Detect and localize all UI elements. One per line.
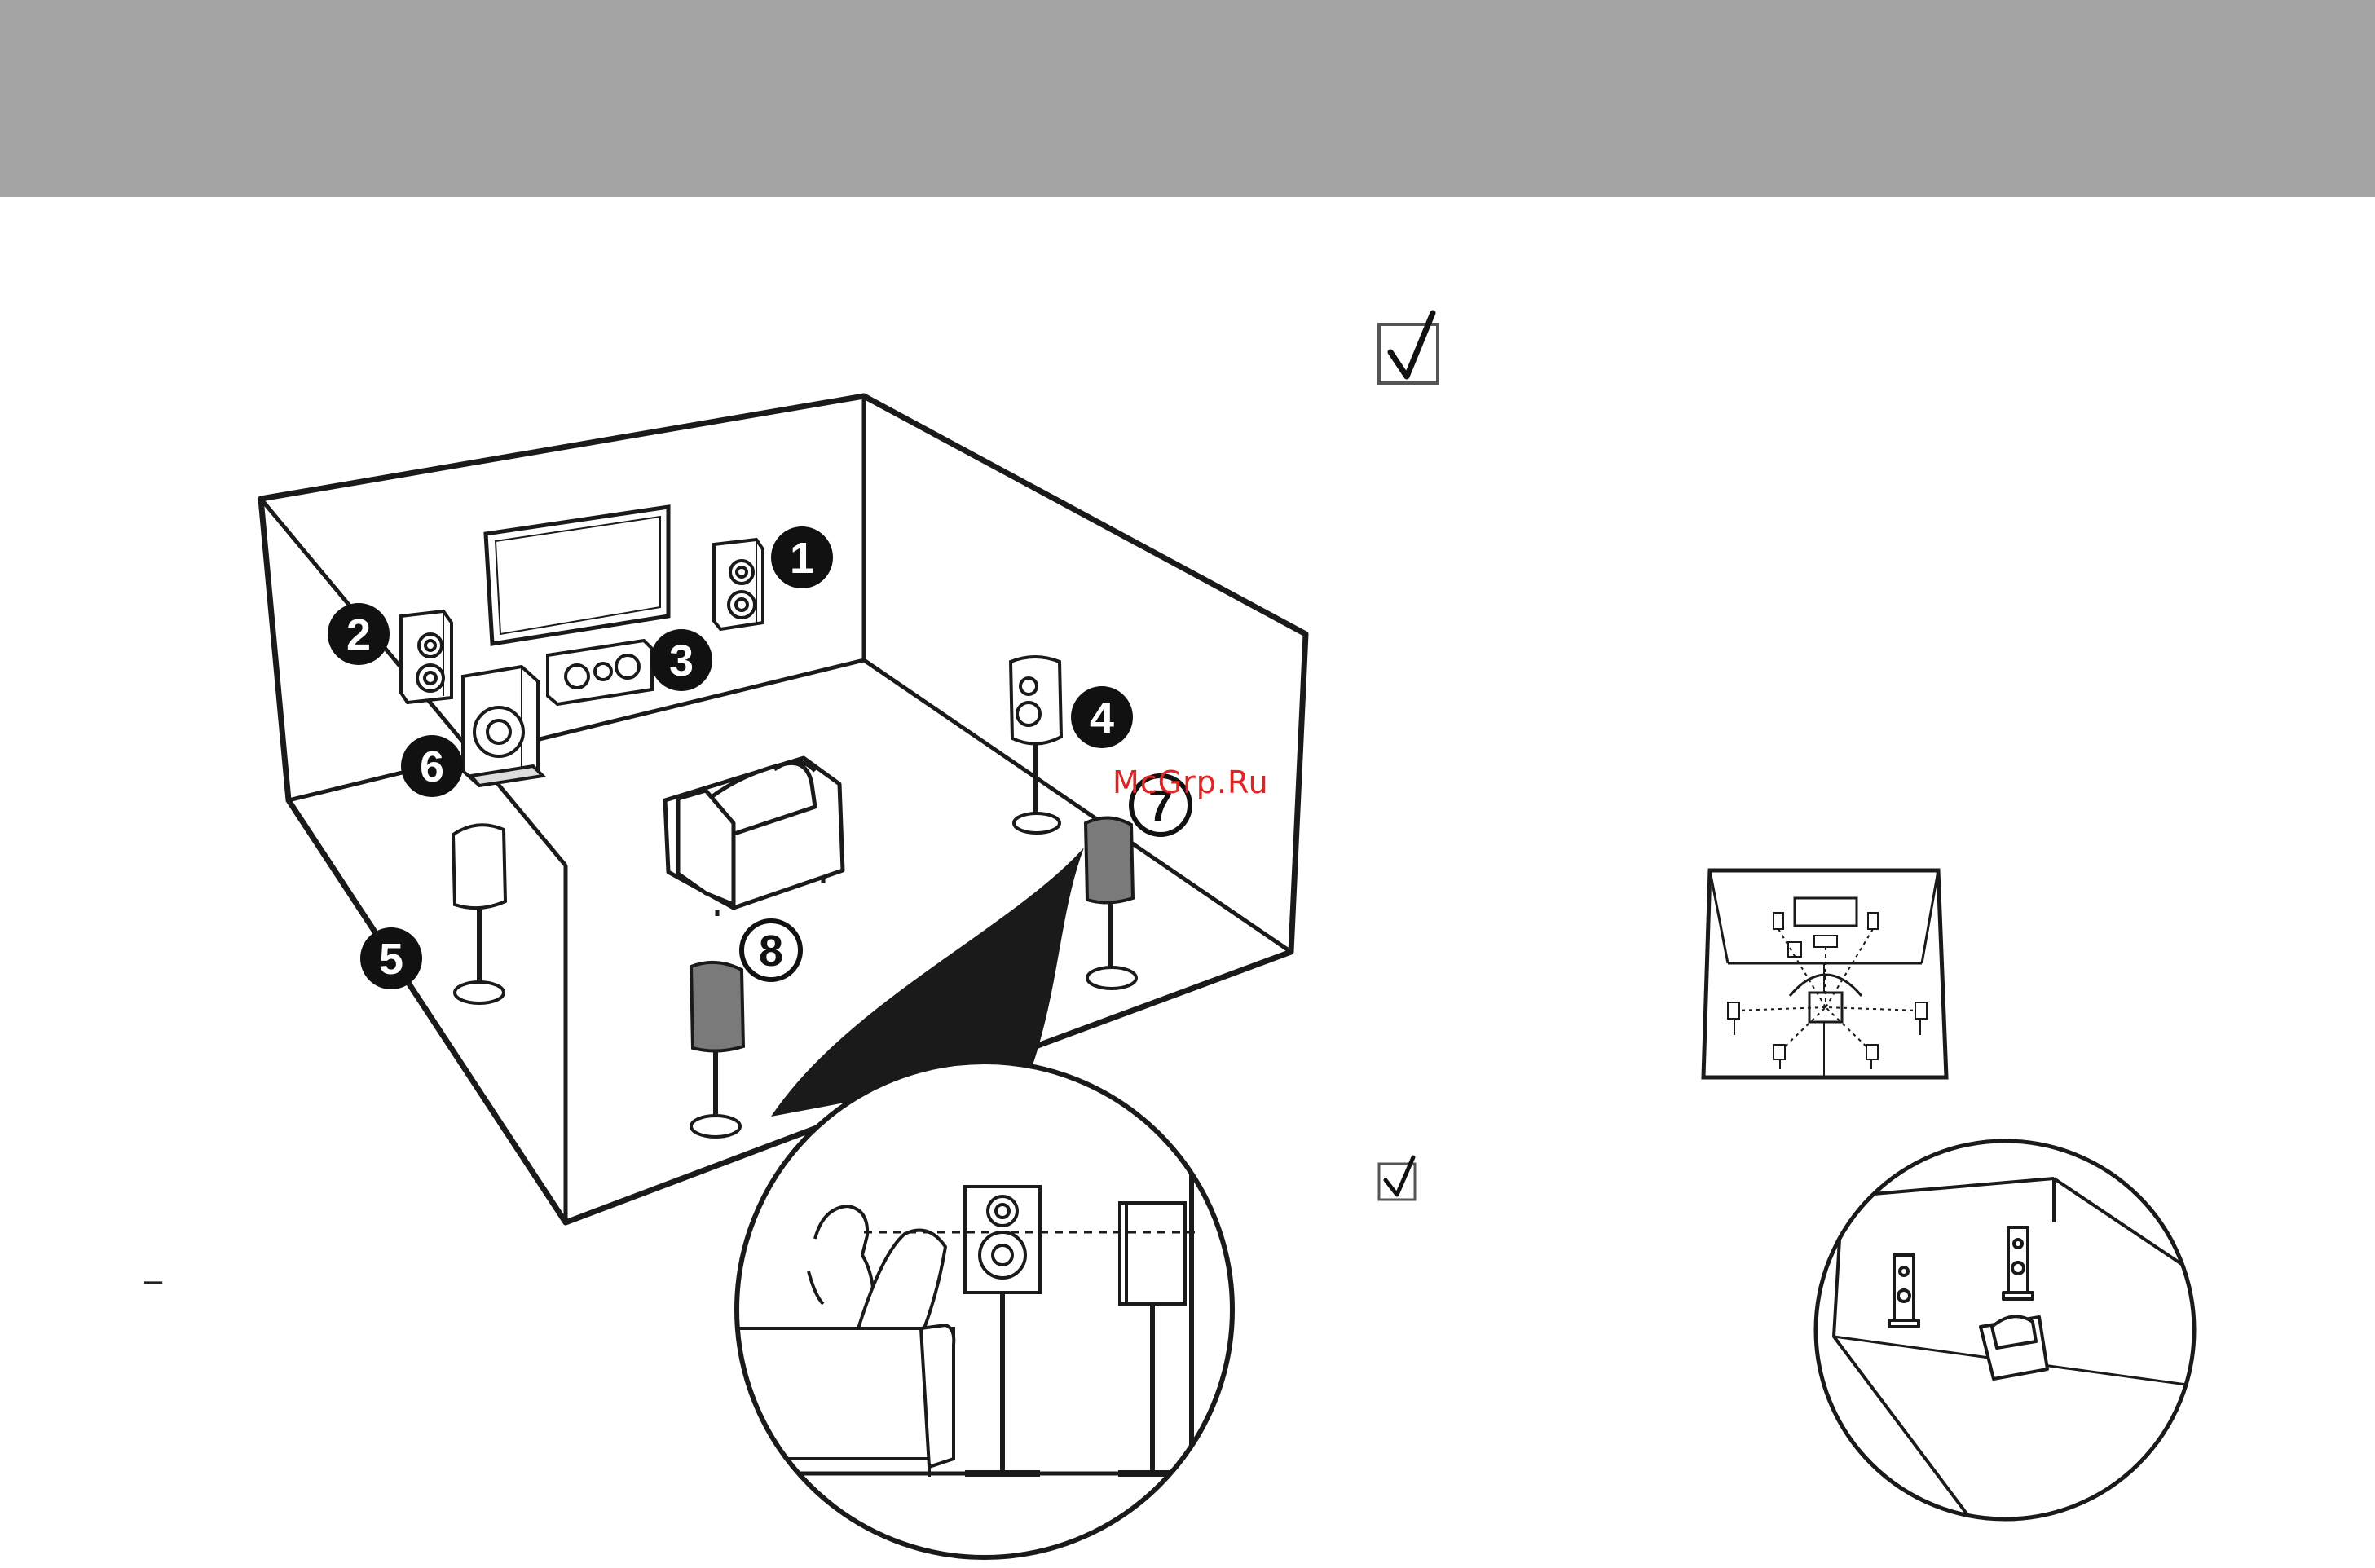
badge-2: 2 <box>328 603 390 665</box>
badge-3-text: 3 <box>669 636 694 685</box>
checkbox-checked-icon <box>1379 313 1438 383</box>
badge-3: 3 <box>650 629 712 691</box>
badge-8: 8 <box>742 921 800 980</box>
watermark-text[interactable]: McGrp.Ru <box>1113 764 1269 800</box>
checkbox-checked-icon <box>1379 1157 1415 1200</box>
subwoofer-speaker <box>463 667 543 786</box>
badge-4-text: 4 <box>1090 694 1114 742</box>
front-left-speaker <box>401 611 452 703</box>
badge-8-text: 8 <box>759 927 783 976</box>
badge-4: 4 <box>1071 686 1133 748</box>
badge-1: 1 <box>771 526 833 588</box>
badge-5-text: 5 <box>379 935 403 984</box>
badge-1-text: 1 <box>790 534 814 583</box>
badge-2-text: 2 <box>346 610 371 659</box>
badge-5: 5 <box>360 927 422 989</box>
footnote-dash: – <box>144 1264 162 1297</box>
mini-room-layout-diagram <box>1703 870 1946 1077</box>
front-right-speaker <box>714 540 763 629</box>
mini-room-circle-diagram <box>1816 1141 2194 1532</box>
badge-6-text: 6 <box>420 742 444 791</box>
badge-6: 6 <box>401 735 463 797</box>
